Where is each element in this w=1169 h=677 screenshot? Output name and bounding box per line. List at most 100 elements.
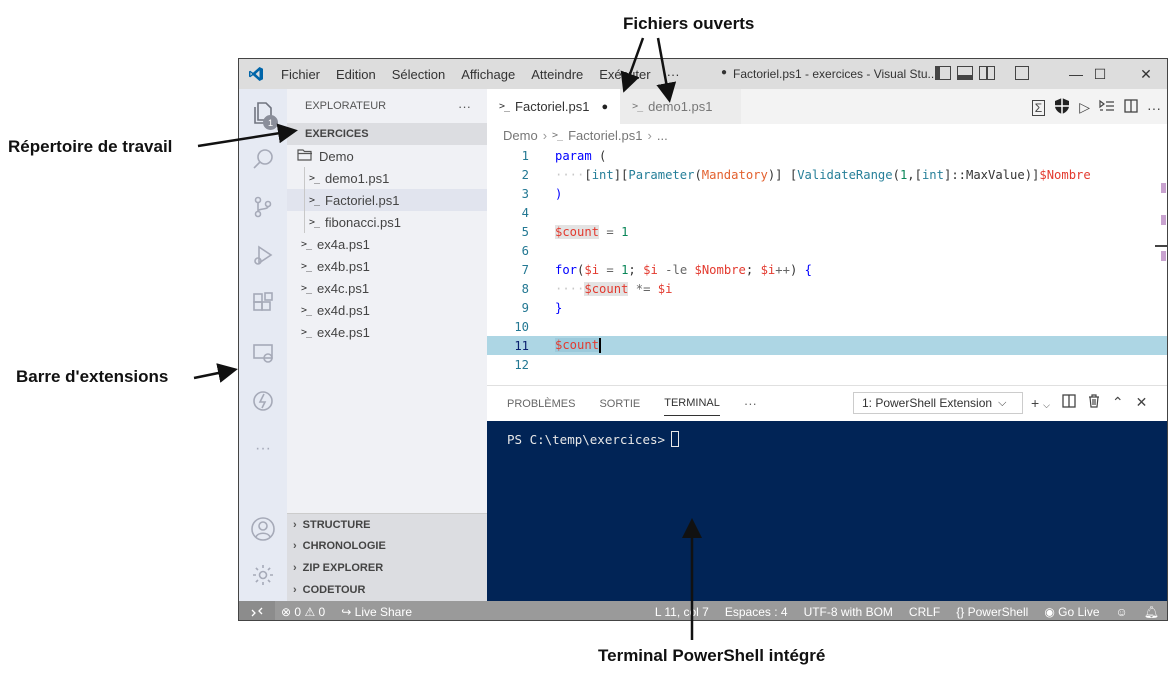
- activity-bar: 1 ···: [239, 89, 287, 601]
- run-debug-icon[interactable]: [239, 235, 287, 275]
- expand-alias-icon[interactable]: Σ: [1031, 99, 1046, 116]
- file-demo1[interactable]: >_ demo1.ps1: [287, 167, 487, 189]
- file-ex4a[interactable]: >_ ex4a.ps1: [287, 233, 487, 255]
- folder-demo[interactable]: Demo: [287, 145, 487, 167]
- section-codetour[interactable]: ›CODETOUR: [287, 579, 487, 601]
- file-ex4e[interactable]: >_ ex4e.ps1: [287, 321, 487, 343]
- search-icon[interactable]: [239, 139, 287, 179]
- editor-more-icon[interactable]: ···: [1147, 99, 1161, 116]
- editor-area: >_ Factoriel.ps1 ● >_ demo1.ps1 Σ ▷: [487, 89, 1167, 385]
- extensions-icon[interactable]: [239, 283, 287, 323]
- settings-gear-icon[interactable]: [239, 555, 287, 595]
- split-editor-icon[interactable]: [1124, 99, 1138, 116]
- menu-atteindre[interactable]: Atteindre: [531, 66, 584, 82]
- editor-actions: Σ ▷ ···: [1031, 97, 1161, 118]
- warning-count: 0: [318, 604, 326, 619]
- file-ex4d[interactable]: >_ ex4d.ps1: [287, 299, 487, 321]
- indentation[interactable]: Espaces : 4: [724, 604, 788, 619]
- feedback-icon[interactable]: ☺: [1115, 604, 1128, 619]
- menu-affichage[interactable]: Affichage: [461, 66, 516, 82]
- chevron-right-icon: ›: [293, 562, 297, 574]
- live-share-button[interactable]: ↪ Live Share: [341, 605, 412, 619]
- maximize-button[interactable]: ☐: [1093, 65, 1107, 82]
- powershell-file-icon: >_: [301, 326, 312, 338]
- text-cursor: [599, 338, 601, 353]
- file-label: Factoriel.ps1: [325, 192, 400, 208]
- menu-more[interactable]: ···: [666, 66, 680, 82]
- toggle-panel-icon[interactable]: [957, 66, 973, 80]
- tab-terminal[interactable]: TERMINAL: [664, 391, 720, 416]
- close-button[interactable]: ✕: [1140, 65, 1152, 82]
- menu-fichier[interactable]: Fichier: [281, 66, 321, 82]
- kill-terminal-icon[interactable]: [1088, 394, 1100, 411]
- explorer-sidebar: EXPLORATEUR ··· EXERCICES Demo >_ demo1.…: [287, 89, 487, 601]
- panel-more-button[interactable]: ···: [743, 396, 757, 411]
- menu-executer[interactable]: Exécuter: [599, 66, 651, 82]
- explorer-more-button[interactable]: ···: [458, 98, 471, 114]
- menu-selection[interactable]: Sélection: [391, 66, 446, 82]
- customize-layout-icon[interactable]: [1015, 66, 1029, 80]
- line-number: 5: [521, 224, 529, 239]
- maximize-panel-icon[interactable]: ⌃: [1111, 394, 1124, 410]
- section-chronologie[interactable]: ›CHRONOLOGIE: [287, 535, 487, 557]
- breadcrumb-folder[interactable]: Demo: [503, 127, 538, 143]
- remote-explorer-icon[interactable]: [239, 333, 287, 373]
- terminal-select[interactable]: 1: PowerShell Extension ⌵: [853, 392, 1023, 414]
- code-line: 8····$count *= $i: [487, 279, 1167, 298]
- encoding[interactable]: UTF-8 with BOM: [803, 604, 893, 619]
- more-views-icon[interactable]: ···: [255, 440, 271, 457]
- breadcrumb-separator-icon: ›: [542, 127, 548, 143]
- notifications-bell-icon[interactable]: 🔔︎: [1143, 604, 1159, 619]
- cursor-position[interactable]: L 11, col 7: [654, 604, 709, 619]
- file-factoriel[interactable]: >_ Factoriel.ps1: [287, 189, 487, 211]
- split-terminal-icon[interactable]: [1062, 394, 1076, 411]
- line-number: 11: [514, 338, 529, 353]
- tab-label: Factoriel.ps1: [515, 99, 590, 114]
- workspace-folder-exercices[interactable]: EXERCICES: [287, 123, 487, 145]
- menu-edition[interactable]: Edition: [336, 66, 376, 82]
- tab-factoriel[interactable]: >_ Factoriel.ps1 ●: [487, 89, 621, 124]
- run-icon[interactable]: ▷: [1079, 99, 1090, 115]
- toggle-sidebar-icon[interactable]: [935, 66, 951, 80]
- breadcrumb-symbol[interactable]: ...: [656, 127, 668, 143]
- terminal[interactable]: PS C:\temp\exercices>: [487, 421, 1167, 602]
- language-mode[interactable]: {} PowerShell: [956, 605, 1028, 619]
- vscode-logo-icon: [239, 59, 273, 89]
- source-control-icon[interactable]: [239, 187, 287, 227]
- panel-tabs: PROBLÈMES SORTIE TERMINAL ··· 1: PowerSh…: [487, 386, 1167, 421]
- status-bar: ⊗ 0 ⚠ 0 ↪ Live Share L 11, col 7 Espaces…: [239, 601, 1167, 620]
- run-selection-icon[interactable]: [1099, 99, 1115, 116]
- file-fibonacci[interactable]: >_ fibonacci.ps1: [287, 211, 487, 233]
- line-number: 9: [521, 300, 529, 315]
- file-ex4b[interactable]: >_ ex4b.ps1: [287, 255, 487, 277]
- go-live-button[interactable]: ◉ Go Live: [1044, 605, 1099, 619]
- close-panel-icon[interactable]: ✕: [1135, 394, 1148, 410]
- live-share-label: Live Share: [354, 604, 413, 619]
- breadcrumb-file[interactable]: Factoriel.ps1: [568, 127, 643, 143]
- toggle-split-icon[interactable]: [979, 66, 995, 80]
- powershell-file-icon: >_: [301, 238, 312, 250]
- code-text: $count = 1: [555, 224, 629, 239]
- minimize-button[interactable]: —: [1069, 66, 1083, 82]
- tab-problemes[interactable]: PROBLÈMES: [507, 397, 576, 410]
- remote-indicator-icon[interactable]: [239, 601, 275, 620]
- account-icon[interactable]: [239, 509, 287, 549]
- new-terminal-icon[interactable]: + ⌵: [1031, 394, 1050, 411]
- tab-demo1[interactable]: >_ demo1.ps1: [620, 89, 741, 124]
- modified-dot-icon[interactable]: ●: [601, 100, 609, 113]
- shield-icon[interactable]: [1054, 97, 1070, 118]
- file-ex4c[interactable]: >_ ex4c.ps1: [287, 277, 487, 299]
- section-structure[interactable]: ›STRUCTURE: [287, 513, 487, 535]
- line-number: 12: [514, 357, 529, 372]
- section-zip-explorer[interactable]: ›ZIP EXPLORER: [287, 557, 487, 579]
- breadcrumb: Demo › >_ Factoriel.ps1 › ...: [487, 124, 1167, 146]
- end-of-line[interactable]: CRLF: [908, 604, 941, 619]
- powershell-extension-icon[interactable]: [239, 381, 287, 421]
- overview-ruler-cursor: [1155, 245, 1167, 247]
- explorer-icon[interactable]: 1: [239, 93, 287, 133]
- tab-sortie[interactable]: SORTIE: [599, 397, 641, 410]
- problems-indicator[interactable]: ⊗ 0 ⚠ 0: [281, 605, 325, 619]
- code-text: ····[int][Parameter(Mandatory)] [Validat…: [555, 167, 1091, 182]
